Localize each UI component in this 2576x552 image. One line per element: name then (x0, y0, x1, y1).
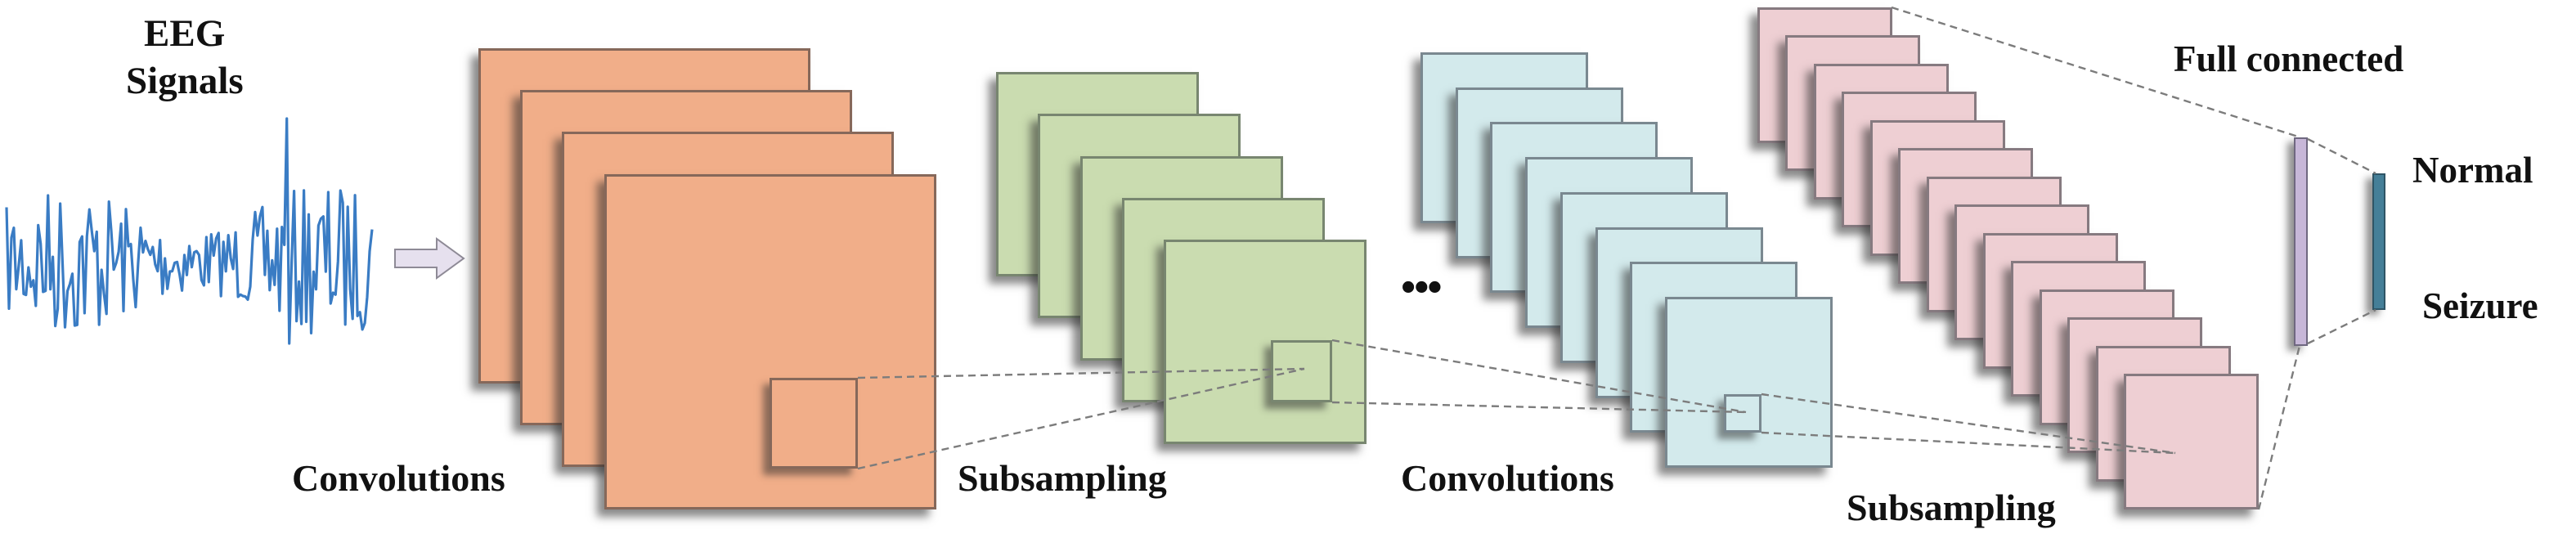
dashed-connector (857, 367, 1305, 379)
eeg-title-line2: Signals (126, 60, 244, 102)
ellipsis-dots: ••• (1401, 264, 1443, 311)
feature-map (1664, 296, 1833, 468)
output-layer (2372, 173, 2385, 310)
label-full-connected: Full connected (2174, 38, 2404, 79)
label-convolutions-2: Convolutions (1401, 457, 1614, 499)
label-subsampling-1: Subsampling (958, 457, 1167, 499)
conv2-receptive-field (1724, 394, 1761, 433)
dashed-connector (1761, 393, 2176, 455)
sub1-receptive-field (1271, 340, 1332, 402)
dashed-connector (1331, 401, 1747, 414)
label-class-seizure: Seizure (2422, 285, 2538, 326)
dashed-connector (1761, 431, 2176, 455)
conv1-receptive-field (770, 378, 858, 469)
dashed-connector (2307, 308, 2376, 345)
dashed-connector (1891, 6, 2299, 138)
feature-map (1164, 240, 1367, 444)
label-subsampling-2: Subsampling (1847, 487, 2056, 528)
label-convolutions-1: Convolutions (292, 457, 505, 499)
fully-connected-layer (2294, 137, 2308, 346)
dashed-connector (2307, 137, 2376, 175)
input-arrow-icon (394, 237, 465, 280)
dashed-connector (1331, 339, 1747, 414)
feature-map (2123, 373, 2259, 509)
label-class-normal: Normal (2412, 150, 2533, 191)
dashed-connector (2257, 345, 2301, 510)
dashed-connector (857, 367, 1305, 470)
eeg-title-line1: EEG (144, 12, 226, 55)
eeg-signal-waveform (5, 117, 374, 345)
